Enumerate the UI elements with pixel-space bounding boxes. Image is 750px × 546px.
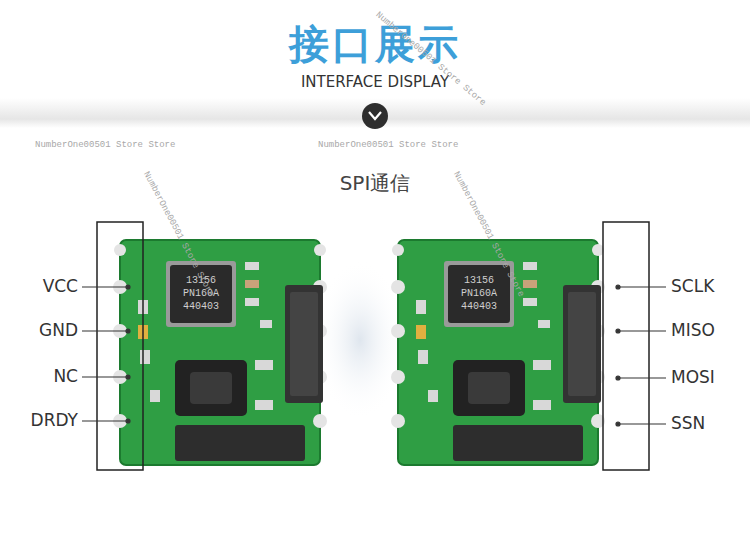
- chip-marking: 440403: [183, 301, 219, 313]
- pin-name: MOSI: [671, 368, 715, 388]
- chip-marking: PN160A: [461, 288, 497, 300]
- chip-marking: 440403: [461, 301, 497, 313]
- pin-name: MISO: [671, 321, 715, 341]
- chip-marking: 13156: [464, 275, 494, 287]
- watermark: NumberOne00501 Store Store: [35, 140, 175, 150]
- watermark: NumberOne00501 Store Store: [318, 140, 458, 150]
- section-heading: SPI通信: [340, 172, 411, 195]
- pin-name: NC: [53, 367, 78, 387]
- page-subtitle: INTERFACE DISPLAY: [301, 74, 449, 91]
- pin-name: VCC: [43, 277, 78, 297]
- pin-name: GND: [39, 321, 78, 341]
- pin-name: SSN: [671, 414, 705, 434]
- pin-name: DRDY: [31, 411, 78, 431]
- pin-name: SCLK: [671, 277, 714, 297]
